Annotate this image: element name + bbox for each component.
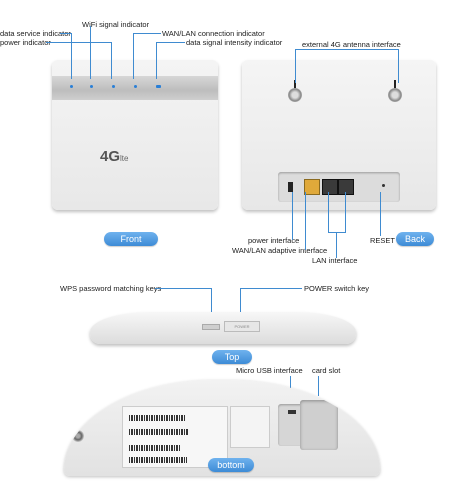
device-logo: 4Glte	[100, 148, 128, 165]
wifi-led	[90, 85, 93, 88]
label-power-indicator: power indicator	[0, 38, 51, 47]
product-label	[122, 406, 228, 468]
label-power-switch: POWER switch key	[304, 284, 370, 293]
indicator-band	[52, 76, 218, 100]
leader-line	[111, 42, 112, 79]
label-wan-lan-adaptive: WAN/LAN adaptive interface	[232, 246, 328, 255]
spec-label	[230, 406, 270, 448]
label-wps-keys: WPS password matching keys	[60, 284, 162, 293]
barcode	[129, 445, 181, 451]
screw	[72, 430, 84, 442]
antenna-port-left	[288, 88, 302, 102]
router-top-view: POWER	[90, 312, 356, 344]
leader-line	[336, 232, 337, 258]
leader-line	[133, 33, 134, 79]
leader-line	[292, 192, 293, 240]
leader-line	[318, 376, 319, 396]
label-micro-usb: Micro USB interface	[236, 366, 303, 375]
leader-line	[155, 288, 212, 289]
bottom-view-tag: bottom	[208, 458, 254, 472]
power-switch-key: POWER	[224, 321, 260, 332]
logo-sub: lte	[120, 154, 129, 163]
label-wan-lan-connection: WAN/LAN connection indicator	[162, 29, 265, 38]
wan-lan-led	[134, 85, 137, 88]
signal-led	[156, 85, 161, 88]
barcode	[129, 429, 189, 435]
leader-line	[328, 192, 329, 232]
antenna-port-right	[388, 88, 402, 102]
label-data-service: data service indicator	[0, 29, 71, 38]
leader-line	[60, 33, 72, 34]
label-data-signal-intensity: data signal intensity indicator	[186, 38, 283, 47]
label-wifi-signal: WiFi signal indicator	[82, 20, 150, 29]
label-lan-interface: LAN interface	[312, 256, 358, 265]
leader-line	[295, 49, 399, 50]
router-back-view	[242, 60, 436, 210]
leader-line	[345, 192, 346, 232]
wan-lan-port	[304, 179, 320, 195]
wps-key	[202, 324, 220, 330]
leader-line	[46, 42, 112, 43]
leader-line	[328, 232, 346, 233]
label-power-interface: power interface	[248, 236, 300, 245]
front-view-tag: Front	[104, 232, 158, 246]
leader-line	[240, 288, 302, 289]
card-slot	[300, 400, 338, 450]
leader-line	[240, 288, 241, 324]
label-external-antenna: external 4G antenna interface	[302, 40, 401, 49]
barcode	[129, 457, 187, 463]
logo-main: 4G	[100, 148, 121, 165]
lan-port-1	[322, 179, 338, 195]
leader-line	[133, 33, 161, 34]
top-view-tag: Top	[212, 350, 252, 364]
back-view-tag: Back	[396, 232, 434, 246]
leader-line	[295, 49, 296, 83]
lan-port-2	[338, 179, 354, 195]
label-card-slot: card slot	[312, 366, 341, 375]
router-front-view: 4Glte	[52, 60, 218, 210]
leader-line	[90, 26, 91, 79]
leader-line	[211, 288, 212, 324]
leader-line	[380, 192, 381, 236]
leader-line	[156, 42, 185, 43]
label-reset: RESET	[370, 236, 396, 245]
port-recess	[278, 172, 400, 202]
power-led	[112, 85, 115, 88]
micro-usb-port	[288, 410, 296, 414]
data-service-led	[70, 85, 73, 88]
leader-line	[156, 42, 157, 79]
reset-hole	[382, 184, 385, 187]
leader-line	[305, 192, 306, 250]
leader-line	[398, 49, 399, 83]
leader-line	[71, 33, 72, 79]
barcode	[129, 415, 185, 421]
power-port	[288, 182, 293, 192]
